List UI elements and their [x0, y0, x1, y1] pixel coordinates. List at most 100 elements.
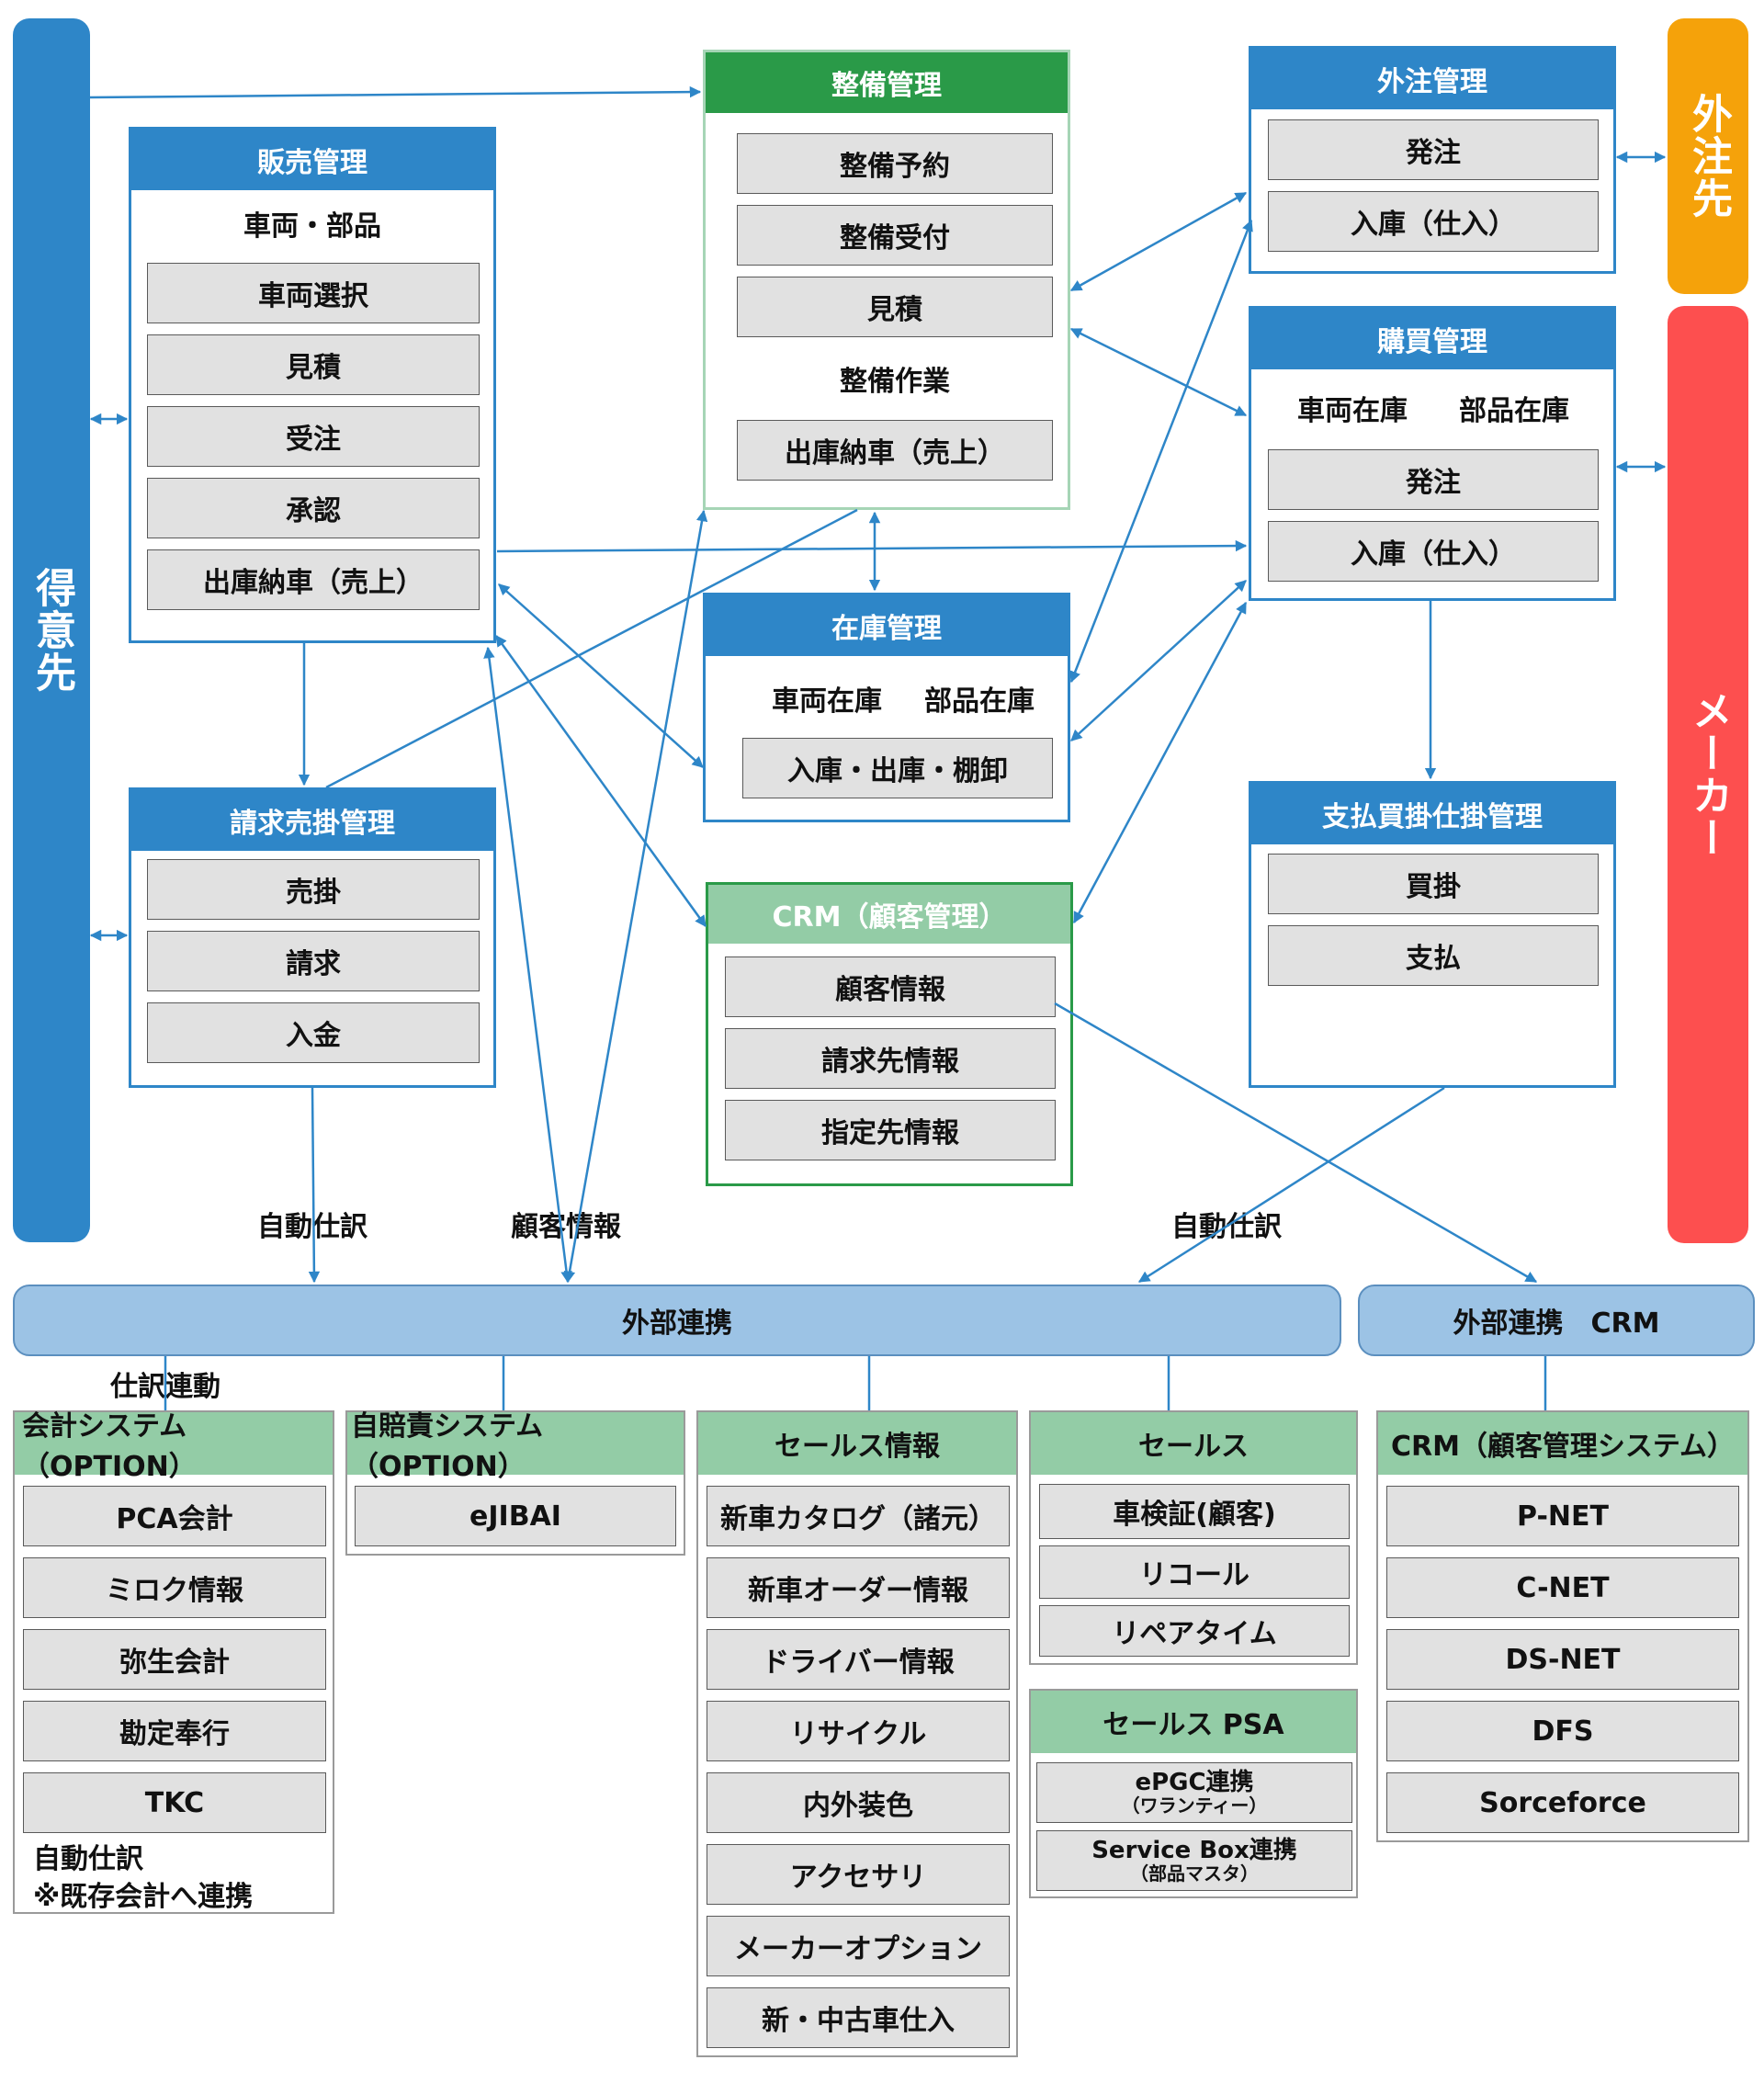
arrow-sales-purchasing	[496, 539, 1248, 553]
maker-label: メーカー	[1685, 690, 1732, 859]
auto-journal-label: 自動仕訳	[257, 1211, 368, 1243]
arrow-maintenance-external	[563, 509, 708, 1284]
sales-info-item: アクセサリ	[707, 1844, 1010, 1905]
maintenance-item: 見積	[737, 277, 1053, 337]
sales-item: 出庫納車（売上）	[147, 549, 480, 610]
crm-system-item: P-NET	[1386, 1486, 1739, 1546]
inventory-item: 入庫・出庫・棚卸	[742, 738, 1053, 798]
inventory-stock-label: 車両在庫	[772, 685, 882, 718]
arrow-crm-to-external-crm	[1054, 1002, 1538, 1284]
arrow-inventory-purchasing	[1070, 580, 1247, 741]
sales-info-item: 内外装色	[707, 1772, 1010, 1833]
maintenance-item: 整備受付	[737, 205, 1053, 266]
billing-item: 請求	[147, 931, 480, 991]
outsourcing-title: 外注管理	[1251, 49, 1613, 109]
payment-panel: 支払買掛仕掛管理 買掛 支払	[1249, 781, 1616, 1088]
accounting-note: 自動仕訳	[33, 1843, 143, 1875]
arrow-customer-to-maintenance	[89, 85, 702, 99]
arrow-crm-purchasing	[1072, 601, 1248, 924]
customer-sidebar: 得意先	[13, 18, 90, 1242]
maintenance-panel: 整備管理 整備予約 整備受付 見積 整備作業 出庫納車（売上）	[703, 50, 1070, 510]
billing-item: 売掛	[147, 859, 480, 920]
sales-info-item: 新車カタログ（諸元）	[707, 1486, 1010, 1546]
sales-system-item: 車検証(顧客)	[1039, 1484, 1350, 1539]
accounting-item: 弥生会計	[23, 1629, 326, 1690]
accounting-item: TKC	[23, 1772, 326, 1833]
crm-system-item: DS-NET	[1386, 1629, 1739, 1690]
sales-subtitle: 車両・部品	[243, 210, 381, 243]
subcontractor-label: 外注先	[1685, 93, 1732, 220]
insurance-title: 自賠責システム（OPTION）	[347, 1410, 684, 1483]
sales-info-item: リサイクル	[707, 1701, 1010, 1761]
sales-system-item: リコール	[1039, 1545, 1350, 1599]
sales-info-item: ドライバー情報	[707, 1629, 1010, 1690]
arrow-payment-to-external	[1137, 1086, 1445, 1284]
purchasing-stock-label: 車両在庫	[1297, 395, 1408, 427]
accounting-note: ※既存会計へ連携	[33, 1881, 254, 1913]
inventory-stock-label: 部品在庫	[924, 685, 1035, 718]
sales-item: 見積	[147, 334, 480, 395]
outsourcing-panel: 外注管理 発注 入庫（仕入）	[1249, 46, 1616, 274]
sales-system-title: セールス	[1031, 1412, 1356, 1475]
sales-item: 車両選択	[147, 263, 480, 323]
sales-psa-item-main: ePGC連携	[1135, 1769, 1254, 1796]
outsourcing-item: 発注	[1268, 119, 1599, 180]
crm-item: 指定先情報	[725, 1100, 1056, 1160]
crm-panel: CRM（顧客管理） 顧客情報 請求先情報 指定先情報	[706, 882, 1073, 1186]
crm-system-item: DFS	[1386, 1701, 1739, 1761]
sales-info-item: 新・中古車仕入	[707, 1987, 1010, 2048]
crm-title: CRM（顧客管理）	[708, 885, 1070, 944]
sales-info-panel: セールス情報 新車カタログ（諸元） 新車オーダー情報 ドライバー情報 リサイクル…	[696, 1410, 1018, 2057]
purchasing-item: 入庫（仕入）	[1268, 521, 1599, 582]
sales-system-panel: セールス 車検証(顧客) リコール リペアタイム	[1029, 1410, 1358, 1665]
accounting-item: 勘定奉行	[23, 1701, 326, 1761]
purchasing-item: 発注	[1268, 449, 1599, 510]
purchasing-stock-label: 部品在庫	[1459, 395, 1569, 427]
external-crm-bar: 外部連携 CRM	[1358, 1285, 1755, 1356]
customer-label: 得意先	[28, 567, 75, 694]
sales-item: 承認	[147, 478, 480, 538]
billing-item: 入金	[147, 1002, 480, 1063]
sales-psa-panel: セールス PSA ePGC連携 （ワランティー） Service Box連携 （…	[1029, 1689, 1358, 1898]
payment-item: 買掛	[1268, 854, 1599, 914]
arrow-sales-inventory	[498, 583, 704, 768]
purchasing-panel: 購買管理 車両在庫 部品在庫 発注 入庫（仕入）	[1249, 306, 1616, 601]
maintenance-title: 整備管理	[706, 52, 1068, 113]
sales-psa-item-main: Service Box連携	[1091, 1837, 1297, 1864]
insurance-panel: 自賠責システム（OPTION） eJIBAI	[345, 1410, 685, 1556]
outsourcing-item: 入庫（仕入）	[1268, 191, 1599, 252]
sales-psa-item: Service Box連携 （部品マスタ）	[1036, 1830, 1352, 1891]
accounting-item: ミロク情報	[23, 1557, 326, 1618]
sales-panel: 販売管理 車両・部品 車両選択 見積 受注 承認 出庫納車（売上）	[129, 127, 496, 643]
crm-item: 顧客情報	[725, 956, 1056, 1017]
crm-system-item: Sorceforce	[1386, 1772, 1739, 1833]
billing-panel: 請求売掛管理 売掛 請求 入金	[129, 787, 496, 1088]
arrow-maintenance-purchasing	[1069, 327, 1248, 417]
external-link-bar: 外部連携	[13, 1285, 1341, 1356]
sales-info-item: メーカーオプション	[707, 1916, 1010, 1976]
arrow-billing-to-external	[308, 1087, 321, 1284]
inventory-title: 在庫管理	[706, 595, 1068, 656]
sales-title: 販売管理	[131, 130, 493, 190]
sales-psa-item-sub: （ワランティー）	[1121, 1794, 1268, 1817]
sales-psa-item: ePGC連携 （ワランティー）	[1036, 1762, 1352, 1823]
payment-title: 支払買掛仕掛管理	[1251, 784, 1613, 844]
sales-info-title: セールス情報	[698, 1412, 1016, 1475]
arrow-sales-external	[483, 646, 572, 1284]
maker-sidebar: メーカー	[1668, 306, 1748, 1243]
accounting-item: PCA会計	[23, 1486, 326, 1546]
payment-item: 支払	[1268, 925, 1599, 986]
crm-system-panel: CRM（顧客管理システム） P-NET C-NET DS-NET DFS Sor…	[1376, 1410, 1749, 1842]
arrow-inventory-outsourcing	[1069, 219, 1253, 684]
crm-system-item: C-NET	[1386, 1557, 1739, 1618]
billing-title: 請求売掛管理	[131, 790, 493, 851]
sales-psa-item-sub: （部品マスタ）	[1130, 1862, 1259, 1885]
subcontractor-sidebar: 外注先	[1668, 18, 1748, 294]
maintenance-work-label: 整備作業	[840, 366, 950, 398]
crm-item: 請求先情報	[725, 1028, 1056, 1089]
sales-info-item: 新車オーダー情報	[707, 1557, 1010, 1618]
purchasing-title: 購買管理	[1251, 309, 1613, 369]
sales-psa-title: セールス PSA	[1031, 1691, 1356, 1753]
accounting-panel: 会計システム（OPTION） PCA会計 ミロク情報 弥生会計 勘定奉行 TKC…	[13, 1410, 334, 1914]
